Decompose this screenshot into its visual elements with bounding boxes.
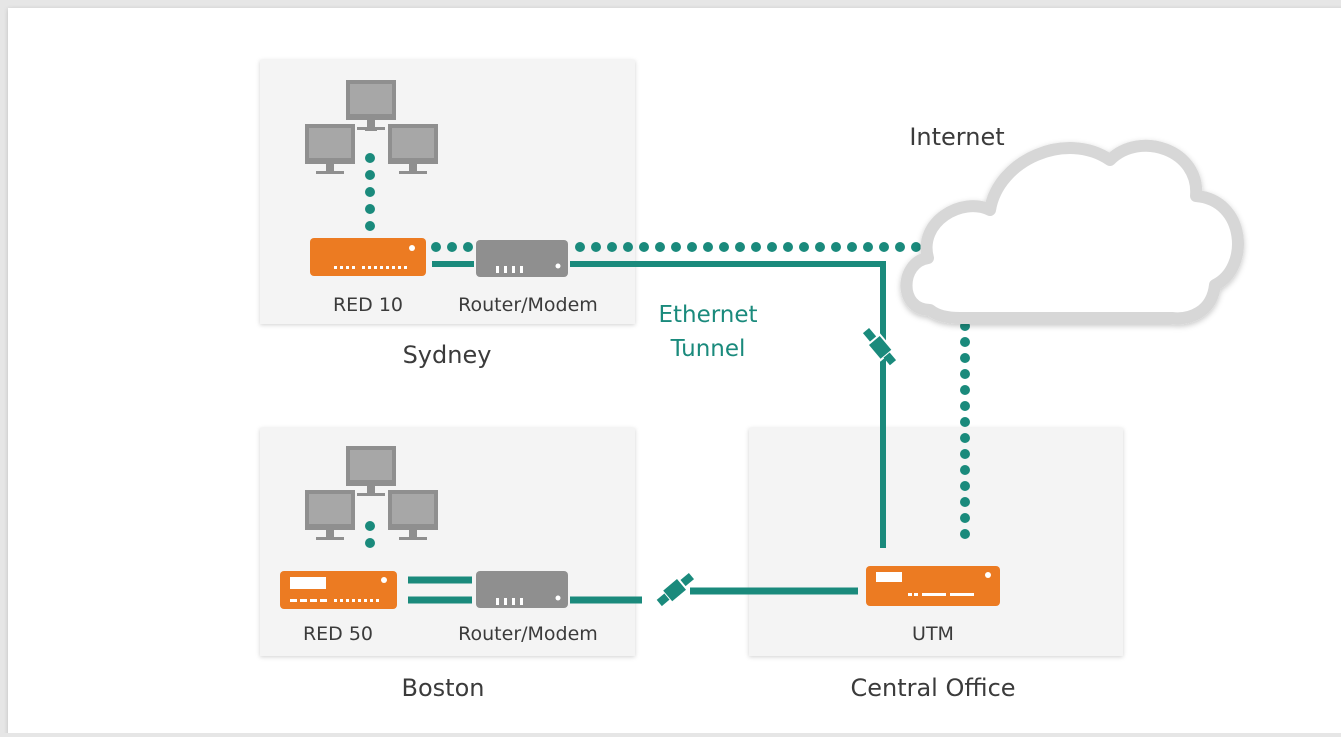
sydney-computers-icon bbox=[305, 80, 438, 174]
cable-connector-icon bbox=[656, 572, 695, 607]
central-office-box bbox=[749, 428, 1123, 656]
red10-label: RED 10 bbox=[333, 294, 403, 316]
sydney-site-box bbox=[260, 60, 635, 324]
boston-router-label: Router/Modem bbox=[458, 623, 598, 645]
cable-connector-icon bbox=[862, 327, 897, 366]
red50-device-icon bbox=[280, 571, 397, 609]
utm-label: UTM bbox=[912, 623, 954, 645]
boston-router-icon bbox=[476, 571, 568, 608]
sydney-router-icon bbox=[476, 240, 568, 277]
tunnel-label-line1: Ethernet bbox=[658, 302, 757, 328]
central-office-name: Central Office bbox=[850, 674, 1015, 702]
boston-site-name: Boston bbox=[402, 674, 485, 702]
sydney-site-name: Sydney bbox=[403, 341, 492, 369]
sydney-router-label: Router/Modem bbox=[458, 294, 598, 316]
internet-cloud-icon bbox=[900, 139, 1244, 325]
page-panel bbox=[8, 8, 1341, 737]
internet-label: Internet bbox=[909, 123, 1004, 151]
red50-label: RED 50 bbox=[303, 623, 373, 645]
tunnel-label-line2: Tunnel bbox=[670, 336, 746, 362]
boston-site-box bbox=[260, 428, 635, 656]
red10-device-icon bbox=[310, 238, 426, 276]
utm-device-icon bbox=[866, 566, 1000, 606]
tunnel-sydney-utm bbox=[570, 261, 886, 548]
